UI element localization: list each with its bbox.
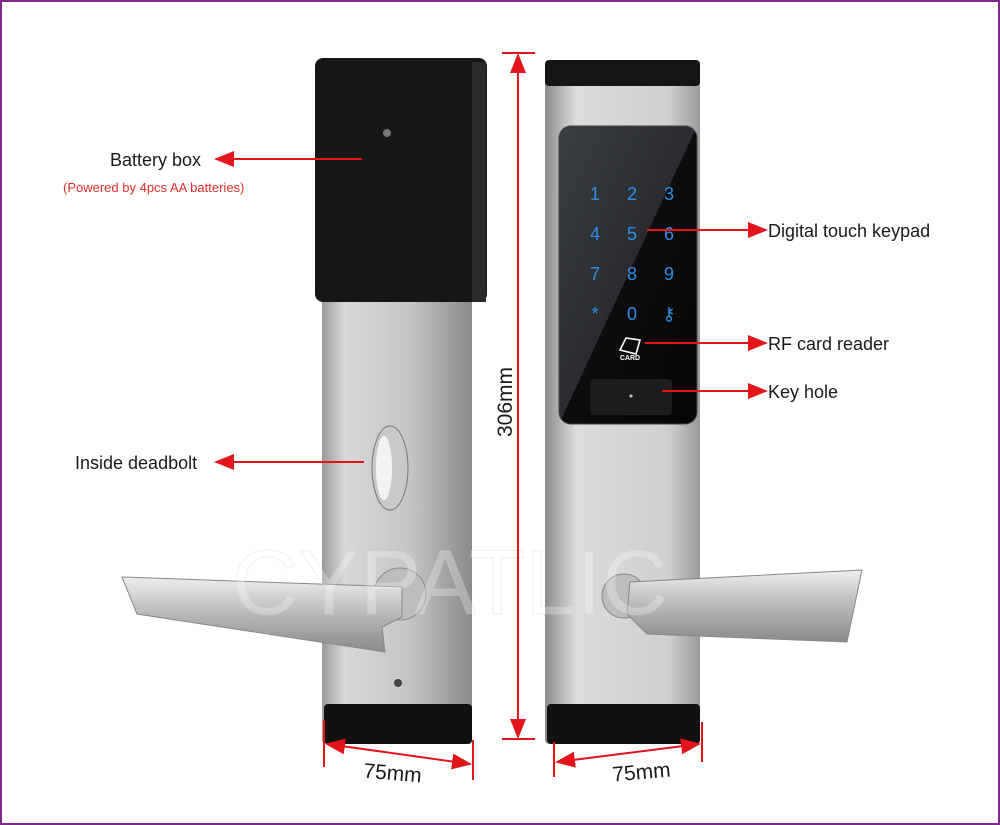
label-rf-reader: RF card reader bbox=[768, 334, 889, 354]
keypad-key: ⚷ bbox=[662, 304, 675, 324]
dim-width-left: 75mm bbox=[362, 760, 422, 788]
label-battery-box: Battery box bbox=[110, 150, 201, 170]
annotations: Battery box (Powered by 4pcs AA batterie… bbox=[63, 150, 930, 473]
svg-text:CARD: CARD bbox=[620, 355, 640, 362]
label-keypad: Digital touch keypad bbox=[768, 221, 930, 241]
inside-lever-handle bbox=[121, 576, 403, 653]
battery-box bbox=[315, 58, 487, 302]
keypad-key: 0 bbox=[627, 304, 637, 324]
label-battery-note: (Powered by 4pcs AA batteries) bbox=[63, 180, 244, 195]
keypad-key: 2 bbox=[627, 184, 637, 204]
card-icon: CARD bbox=[618, 337, 642, 362]
keypad-key: 7 bbox=[590, 264, 600, 284]
keypad-key: 5 bbox=[627, 224, 637, 244]
dim-width-right: 75mm bbox=[611, 759, 671, 787]
keypad-keys: 1 2 3 4 5 6 7 8 9 * 0 ⚷ bbox=[590, 184, 676, 324]
keypad-key: 4 bbox=[590, 224, 600, 244]
screw-icon bbox=[383, 129, 391, 137]
inside-lock bbox=[121, 58, 487, 744]
watermark: CYPATLIC bbox=[232, 532, 668, 634]
touch-keypad bbox=[558, 125, 698, 425]
label-inside-deadbolt: Inside deadbolt bbox=[75, 453, 197, 473]
dim-height: 306mm bbox=[494, 367, 517, 437]
keypad-key: 1 bbox=[590, 184, 600, 204]
keypad-key: 3 bbox=[664, 184, 674, 204]
dimensions: 306mm 75mm 75mm bbox=[323, 52, 703, 788]
outside-lever-handle bbox=[626, 569, 863, 643]
keypad-key: 9 bbox=[664, 264, 674, 284]
outside-lock: 1 2 3 4 5 6 7 8 9 * 0 ⚷ CARD bbox=[545, 60, 863, 744]
keypad-key: 6 bbox=[664, 224, 674, 244]
keypad-key: 8 bbox=[627, 264, 637, 284]
label-key-hole: Key hole bbox=[768, 382, 838, 402]
keypad-key: * bbox=[591, 304, 598, 324]
